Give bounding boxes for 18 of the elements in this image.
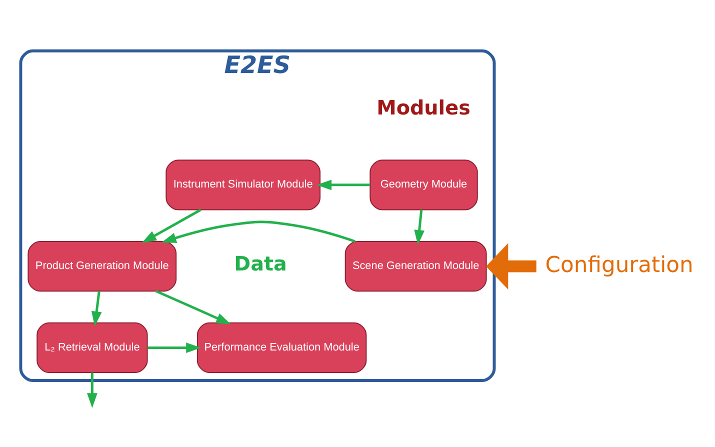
node-text: Configuration [545,252,694,278]
arrow [161,220,356,242]
arrow [142,208,202,243]
arrow [156,290,232,324]
node-box: Scene Generation Module [344,240,487,292]
arrow [91,290,102,326]
node-box: Geometry Module [370,159,478,210]
node-box: Product Generation Module [28,240,177,292]
label: Data [234,252,287,275]
arrow [86,372,98,408]
node-box: L₂ Retrieval Module [36,322,148,373]
arrow [147,342,202,352]
arrow [486,242,536,290]
arrow [316,179,370,190]
node-box: Performance Evaluation Module [196,322,367,373]
label: Modules [376,96,470,119]
arrow [414,209,425,244]
node-box: Instrument Simulator Module [166,159,321,210]
